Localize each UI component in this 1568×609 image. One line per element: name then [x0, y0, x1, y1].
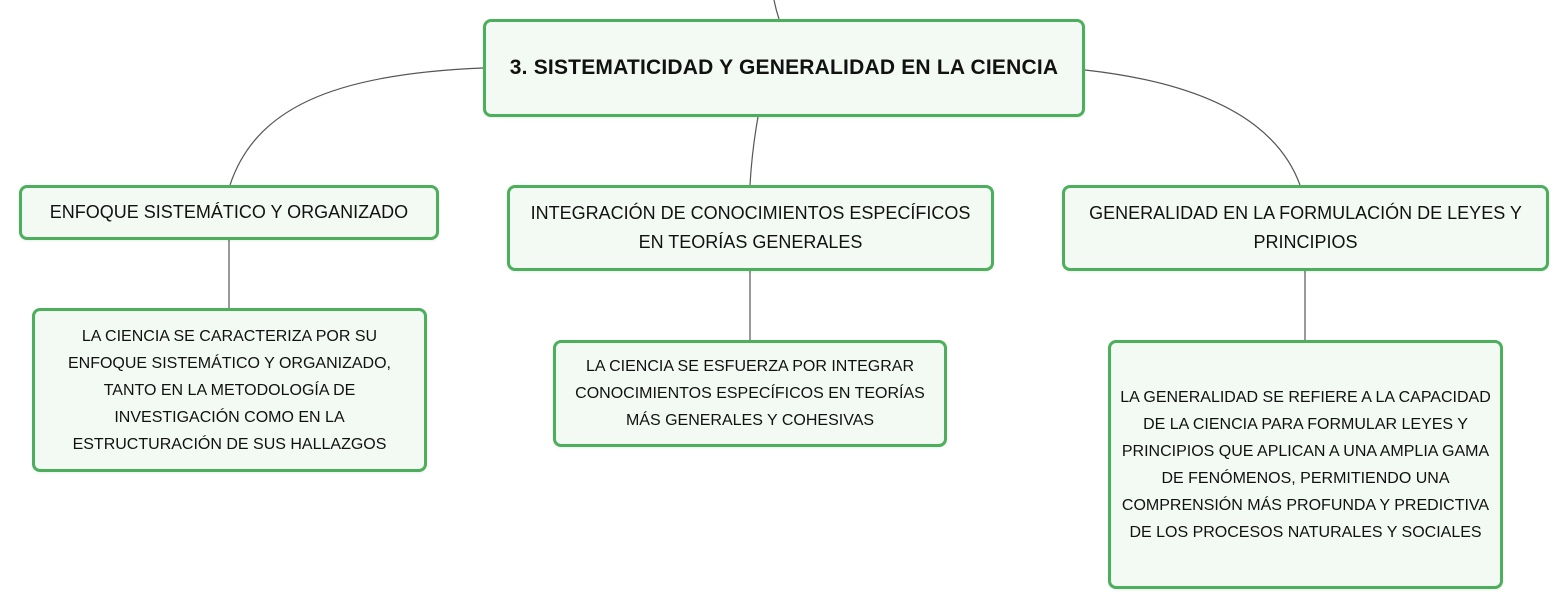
detail-text: LA GENERALIDAD SE REFIERE A LA CAPACIDAD…	[1120, 388, 1491, 541]
connector-root-topic-3	[1084, 69, 1301, 186]
topic-node-enfoque-sistematico[interactable]: ENFOQUE SISTEMÁTICO Y ORGANIZADO	[19, 185, 439, 240]
central-topic-label: 3. SISTEMATICIDAD Y GENERALIDAD EN LA CI…	[509, 56, 1059, 79]
topic-label: INTEGRACIÓN DE CONOCIMIENTOS ESPECÍFICOS…	[530, 203, 971, 252]
detail-node-enfoque-sistematico[interactable]: LA CIENCIA SE CARACTERIZA POR SU ENFOQUE…	[32, 308, 427, 472]
connector-root-topic-1	[229, 67, 484, 186]
connector-incoming-root	[773, 0, 780, 20]
central-topic-node[interactable]: 3. SISTEMATICIDAD Y GENERALIDAD EN LA CI…	[483, 19, 1085, 117]
detail-text: LA CIENCIA SE ESFUERZA POR INTEGRAR CONO…	[575, 358, 925, 429]
topic-label: GENERALIDAD EN LA FORMULACIÓN DE LEYES Y…	[1089, 203, 1522, 252]
topic-label: ENFOQUE SISTEMÁTICO Y ORGANIZADO	[49, 202, 409, 222]
topic-node-integracion[interactable]: INTEGRACIÓN DE CONOCIMIENTOS ESPECÍFICOS…	[507, 185, 994, 271]
topic-node-generalidad[interactable]: GENERALIDAD EN LA FORMULACIÓN DE LEYES Y…	[1062, 185, 1549, 271]
detail-node-generalidad[interactable]: LA GENERALIDAD SE REFIERE A LA CAPACIDAD…	[1108, 340, 1503, 589]
detail-text: LA CIENCIA SE CARACTERIZA POR SU ENFOQUE…	[67, 327, 391, 453]
detail-node-integracion[interactable]: LA CIENCIA SE ESFUERZA POR INTEGRAR CONO…	[553, 340, 947, 447]
connector-root-topic-2	[749, 116, 759, 186]
